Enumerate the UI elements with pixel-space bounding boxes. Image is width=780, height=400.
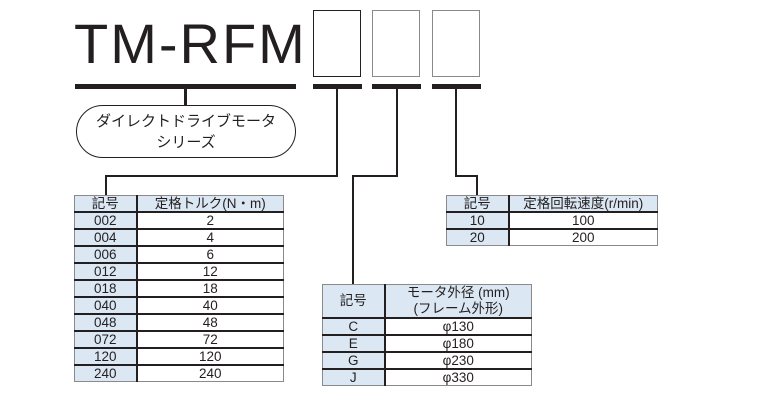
speed-slot-underline (432, 84, 481, 89)
torque-code-cell: 048 (74, 314, 138, 332)
torque-connector-v1 (336, 88, 338, 177)
torque-value-cell: 18 (136, 280, 284, 298)
torque-header-code: 記号 (74, 195, 138, 213)
diameter-connector-v2 (352, 175, 354, 285)
series-label-line1: ダイレクトドライブモータ (95, 112, 276, 130)
torque-value-cell: 72 (136, 331, 284, 349)
diameter-value-cell: φ230 (384, 352, 532, 370)
diameter-slot-underline (372, 84, 421, 89)
speed-code-cell: 10 (446, 212, 510, 230)
diameter-code-cell: E (322, 335, 386, 353)
diameter-value-cell: φ180 (384, 335, 532, 353)
torque-code-cell: 002 (74, 212, 138, 230)
torque-code-cell: 040 (74, 297, 138, 315)
diameter-code-cell: C (322, 318, 386, 336)
torque-connector-h (105, 175, 338, 177)
torque-value-cell: 240 (136, 365, 284, 382)
speed-connector-v2 (476, 175, 478, 196)
speed-value-cell: 100 (508, 212, 658, 230)
diameter-header-line1: モータ外径 (mm) (406, 285, 510, 300)
diameter-code-cell: G (322, 352, 386, 370)
torque-slot-underline (313, 84, 362, 89)
prefix-underline (75, 84, 296, 89)
torque-value-cell: 6 (136, 246, 284, 264)
model-prefix: TM-RFM (74, 12, 307, 75)
torque-code-cell: 004 (74, 229, 138, 247)
torque-connector-v2 (105, 175, 107, 196)
torque-header-value: 定格トルク(N・m) (136, 195, 284, 213)
torque-code-cell: 120 (74, 348, 138, 366)
diameter-header-value: モータ外径 (mm) (フレーム外形) (384, 284, 532, 319)
torque-value-cell: 12 (136, 263, 284, 281)
series-label: ダイレクトドライブモータ シリーズ (76, 105, 296, 158)
torque-value-cell: 4 (136, 229, 284, 247)
speed-code-slot (432, 10, 480, 77)
speed-code-cell: 20 (446, 229, 510, 246)
diameter-header-line2: (フレーム外形) (413, 301, 504, 316)
prefix-connector (184, 88, 187, 106)
diameter-code-cell: J (322, 369, 386, 386)
torque-value-cell: 40 (136, 297, 284, 315)
diameter-connector-h (352, 175, 398, 177)
torque-value-cell: 48 (136, 314, 284, 332)
speed-connector-h (455, 175, 478, 177)
diameter-value-cell: φ330 (384, 369, 532, 386)
diameter-value-cell: φ130 (384, 318, 532, 336)
torque-code-cell: 012 (74, 263, 138, 281)
diameter-header-code: 記号 (322, 284, 386, 319)
torque-code-cell: 018 (74, 280, 138, 298)
series-label-line2: シリーズ (156, 133, 216, 151)
speed-header-code: 記号 (446, 195, 510, 213)
torque-code-slot (313, 10, 361, 77)
torque-code-cell: 006 (74, 246, 138, 264)
torque-code-cell: 072 (74, 331, 138, 349)
speed-header-value: 定格回転速度(r/min) (508, 195, 658, 213)
speed-connector-v1 (455, 88, 457, 177)
diameter-connector-v1 (396, 88, 398, 177)
torque-value-cell: 2 (136, 212, 284, 230)
speed-value-cell: 200 (508, 229, 658, 246)
torque-value-cell: 120 (136, 348, 284, 366)
diameter-code-slot (372, 10, 420, 77)
torque-code-cell: 240 (74, 365, 138, 382)
